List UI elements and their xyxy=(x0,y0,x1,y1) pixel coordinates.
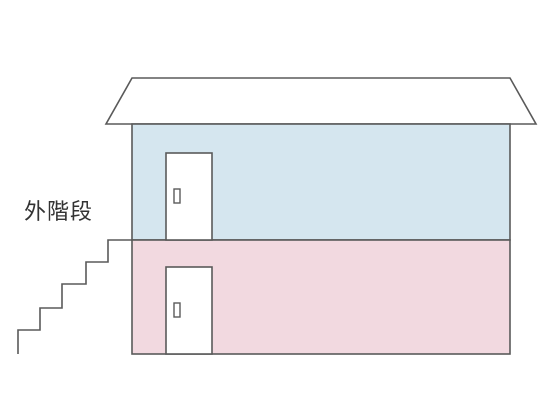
roof xyxy=(104,77,538,125)
upper-door-handle xyxy=(173,188,181,204)
lower-door xyxy=(165,266,213,355)
upper-door xyxy=(165,152,213,241)
exterior-stairs xyxy=(17,239,132,354)
exterior-stairs-label: 外階段 xyxy=(24,200,94,225)
lower-door-handle xyxy=(173,302,181,318)
